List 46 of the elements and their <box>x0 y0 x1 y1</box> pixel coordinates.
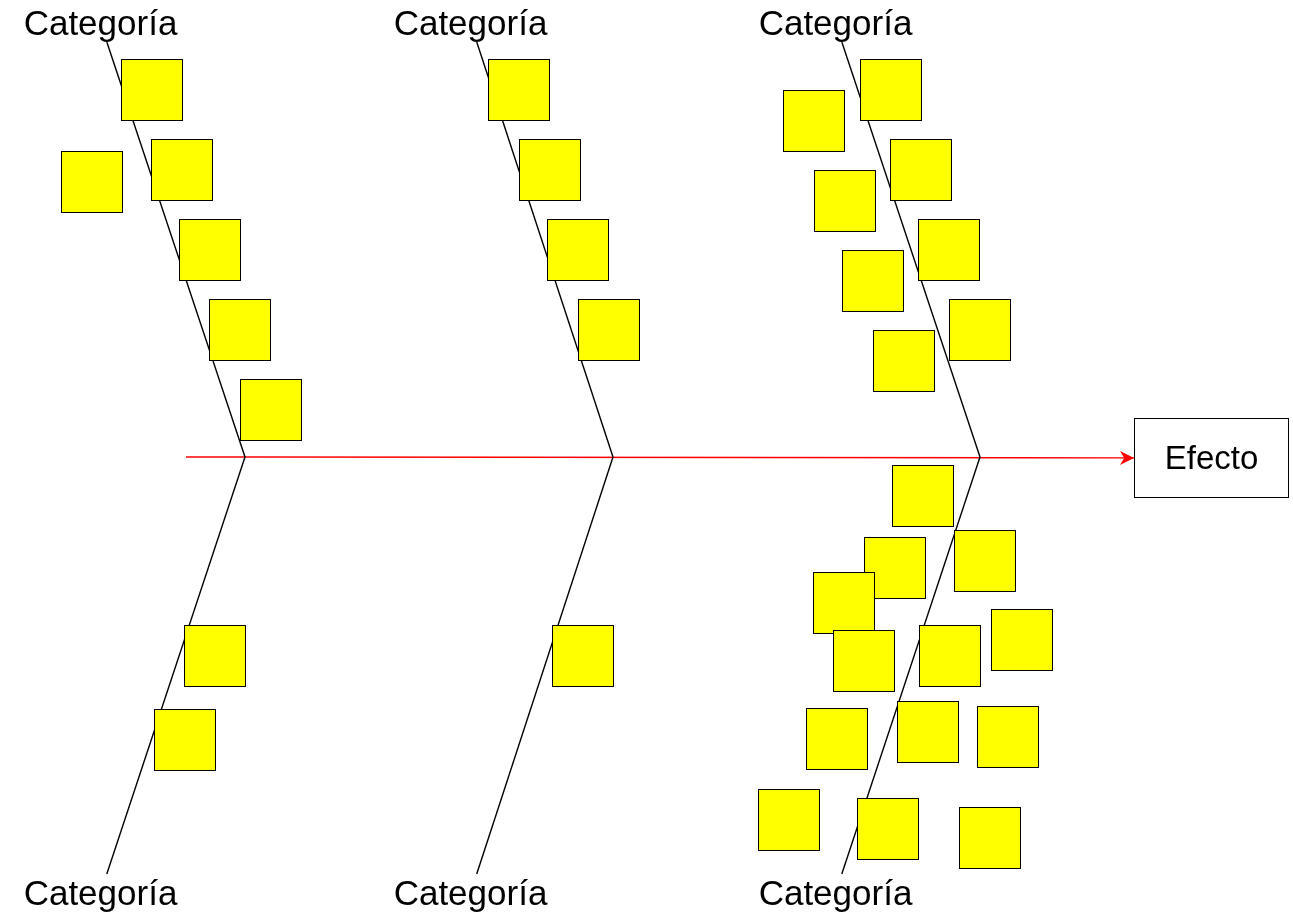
sticky-note <box>806 708 868 770</box>
sticky-note <box>857 798 919 860</box>
sticky-note <box>890 139 952 201</box>
sticky-note <box>813 572 875 634</box>
category-label: Categoría <box>18 874 183 912</box>
sticky-note <box>578 299 640 361</box>
effect-box: Efecto <box>1134 418 1289 498</box>
sticky-note <box>61 151 123 213</box>
sticky-note <box>991 609 1053 671</box>
sticky-note <box>488 59 550 121</box>
bone-line <box>841 456 981 875</box>
bone-line <box>476 456 614 875</box>
sticky-note <box>892 465 954 527</box>
category-label: Categoría <box>388 4 553 42</box>
sticky-note <box>547 219 609 281</box>
sticky-note <box>814 170 876 232</box>
sticky-note <box>919 625 981 687</box>
sticky-note <box>154 709 216 771</box>
sticky-note <box>184 625 246 687</box>
sticky-note <box>842 250 904 312</box>
sticky-note <box>240 379 302 441</box>
sticky-note <box>860 59 922 121</box>
sticky-note <box>833 630 895 692</box>
sticky-note <box>977 706 1039 768</box>
sticky-note <box>209 299 271 361</box>
sticky-note <box>783 90 845 152</box>
category-label: Categoría <box>18 4 183 42</box>
sticky-note <box>121 59 183 121</box>
sticky-note <box>552 625 614 687</box>
category-label: Categoría <box>753 4 918 42</box>
category-label: Categoría <box>388 874 553 912</box>
bone-line <box>106 456 246 875</box>
sticky-note <box>873 330 935 392</box>
sticky-note <box>179 219 241 281</box>
sticky-note <box>897 701 959 763</box>
sticky-note <box>959 807 1021 869</box>
sticky-note <box>918 219 980 281</box>
sticky-note <box>864 537 926 599</box>
sticky-note <box>519 139 581 201</box>
sticky-note <box>954 530 1016 592</box>
sticky-note <box>758 789 820 851</box>
category-label: Categoría <box>753 874 918 912</box>
bone-line <box>841 41 981 458</box>
arrow <box>185 450 1135 465</box>
sticky-note <box>949 299 1011 361</box>
sticky-note <box>151 139 213 201</box>
